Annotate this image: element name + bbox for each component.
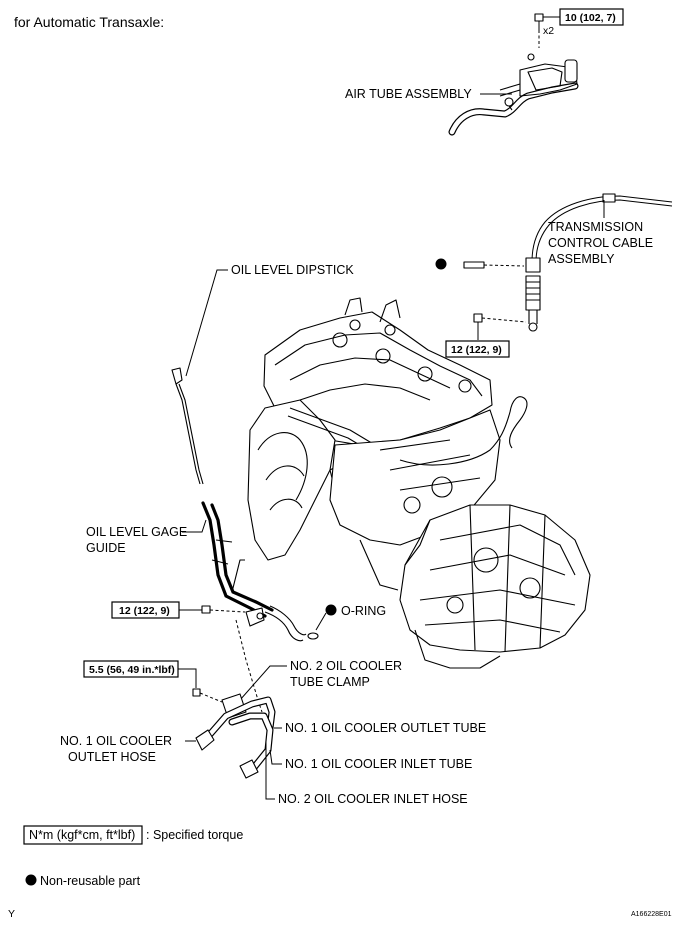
label-outlet-hose-1: NO. 1 OIL COOLER (60, 734, 172, 748)
nonreusable-dot-icon (435, 258, 447, 270)
legend-torque-units: N*m (kgf*cm, ft*lbf) (29, 828, 135, 842)
label-outlet-tube: NO. 1 OIL COOLER OUTLET TUBE (285, 721, 486, 735)
air-tube-bolt-icon (534, 13, 544, 48)
label-clamp-2: TUBE CLAMP (290, 675, 370, 689)
label-o-ring: O-RING (341, 604, 386, 618)
label-trans-cable-2: CONTROL CABLE (548, 236, 653, 250)
footer-left: Y (8, 908, 15, 920)
legend-nonreusable-dot-icon (25, 874, 37, 886)
clamp-bolt-icon (192, 688, 223, 703)
label-gage-guide-1: OIL LEVEL GAGE (86, 525, 187, 539)
label-trans-cable-1: TRANSMISSION (548, 220, 643, 234)
dipstick-drawing (171, 367, 204, 485)
label-gage-guide-2: GUIDE (86, 541, 126, 555)
label-air-tube-assembly: AIR TUBE ASSEMBLY (345, 87, 472, 101)
legend-torque-box (23, 825, 143, 845)
footer-right: A166228E01 (631, 911, 672, 918)
label-outlet-hose-2: OUTLET HOSE (68, 750, 156, 764)
air-tube-assembly-drawing (448, 53, 579, 136)
gage-guide-drawing (201, 501, 307, 642)
legend-nonreusable-text: Non-reusable part (40, 874, 141, 888)
torque-air-tube: 10 (102, 7) (565, 12, 616, 24)
cable-clip-icon (463, 261, 525, 269)
legend-torque-text: : Specified torque (146, 828, 243, 842)
label-inlet-hose: NO. 2 OIL COOLER INLET HOSE (278, 792, 468, 806)
label-trans-cable-3: ASSEMBLY (548, 252, 615, 266)
torque-clamp-bolt: 5.5 (56, 49 in.*lbf) (89, 664, 175, 676)
engine-drawing (247, 297, 591, 669)
label-oil-level-dipstick: OIL LEVEL DIPSTICK (231, 263, 354, 277)
torque-guide-bolt: 12 (122, 9) (119, 605, 170, 617)
torque-cable-nut: 12 (122, 9) (451, 344, 502, 356)
torque-box-cable-nut (445, 340, 510, 358)
o-ring-nonreusable-dot-icon (325, 604, 337, 616)
o-ring-icon (307, 632, 319, 640)
label-clamp-1: NO. 2 OIL COOLER (290, 659, 402, 673)
x2-label: x2 (543, 25, 554, 37)
label-inlet-tube: NO. 1 OIL COOLER INLET TUBE (285, 757, 472, 771)
oil-cooler-tubes-drawing (195, 693, 276, 779)
cable-nut-icon (473, 313, 527, 340)
guide-bolt-icon (201, 605, 246, 614)
page-title: for Automatic Transaxle: (14, 14, 164, 30)
